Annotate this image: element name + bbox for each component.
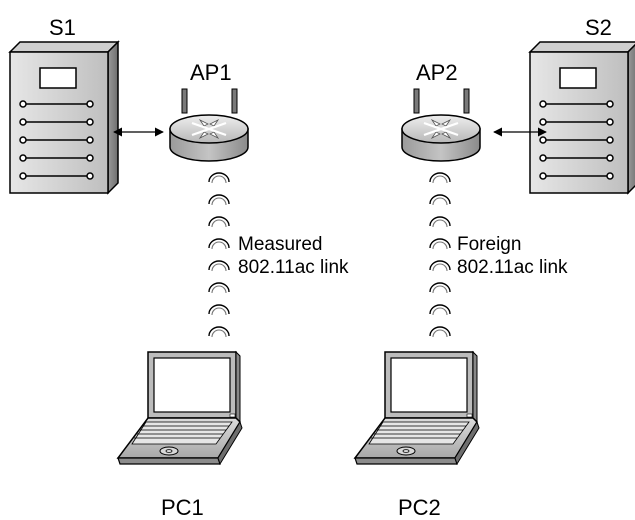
laptop-pc1-icon <box>117 351 243 465</box>
server-s1-icon <box>9 41 119 194</box>
router-ap1-icon <box>168 87 250 163</box>
router-ap2-icon <box>400 87 482 163</box>
foreign-link-line1: Foreign <box>457 234 522 255</box>
measured-link-label: Measured 802.11ac link <box>238 233 349 279</box>
label-ap1: AP1 <box>190 60 232 85</box>
foreign-link-line2: 802.11ac link <box>457 257 568 278</box>
label-pc1: PC1 <box>161 495 204 520</box>
label-s1: S1 <box>49 15 76 40</box>
label-ap2: AP2 <box>416 60 458 85</box>
laptop-pc2-icon <box>354 351 480 465</box>
foreign-link-label: Foreign 802.11ac link <box>457 233 568 279</box>
label-s2: S2 <box>585 15 612 40</box>
label-pc2: PC2 <box>398 495 441 520</box>
wireless-link-ap2-pc2-icon <box>429 172 451 338</box>
measured-link-line1: Measured <box>238 234 323 255</box>
wireless-link-ap1-pc1-icon <box>208 172 230 338</box>
measured-link-line2: 802.11ac link <box>238 257 349 278</box>
server-s2-icon <box>529 41 635 194</box>
